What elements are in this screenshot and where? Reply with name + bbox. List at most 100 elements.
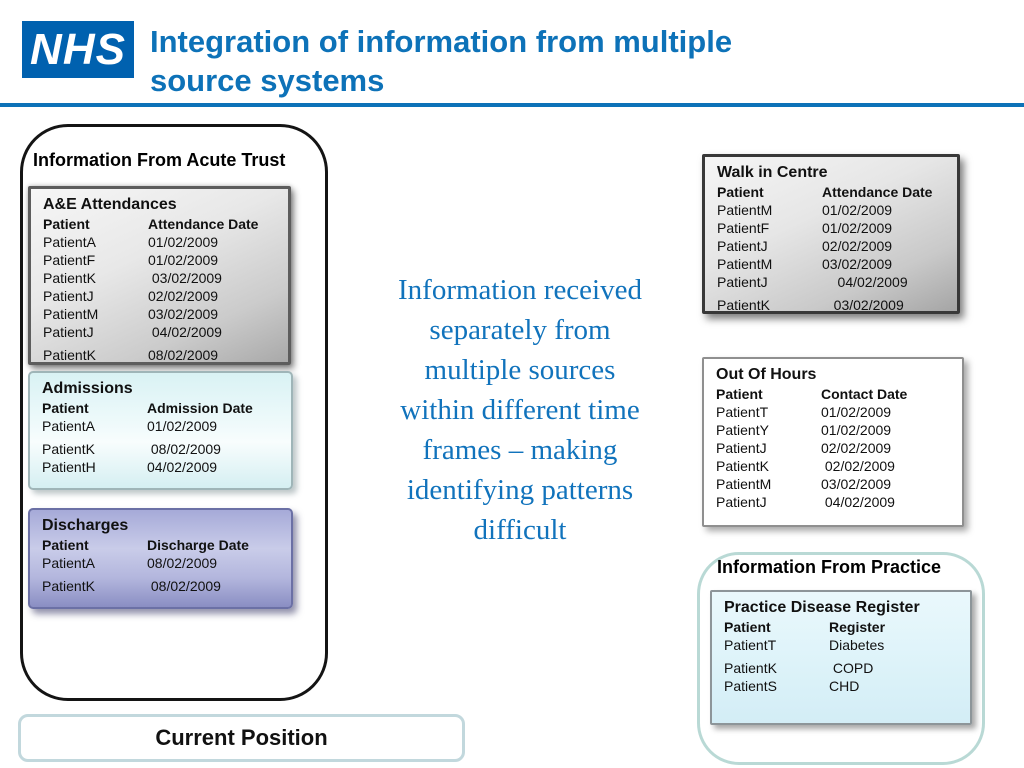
patient-cell: PatientK [43, 347, 96, 363]
page-title-line-2: source systems [150, 63, 385, 98]
table-row: PatientM 03/02/2009 [717, 255, 945, 273]
value-cell: 04/02/2009 [148, 324, 222, 340]
table-row: PatientK COPD [724, 659, 958, 677]
table-header-row: Patient Attendance Date [717, 183, 945, 201]
table-body: PatientT 01/02/2009 PatientY 01/02/2009 … [716, 403, 950, 511]
patient-column-header: Patient [724, 619, 771, 635]
patient-cell: PatientM [43, 306, 99, 322]
value-cell: 03/02/2009 [148, 306, 219, 322]
value-cell: 03/02/2009 [821, 476, 892, 492]
patient-cell: PatientK [717, 297, 770, 313]
patient-cell: PatientY [716, 422, 769, 438]
table-body: PatientA 01/02/2009 PatientF 01/02/2009 … [43, 233, 276, 363]
table-row: PatientJ 02/02/2009 [43, 287, 276, 305]
patient-cell: PatientT [716, 404, 769, 420]
practice-panel-title: Information From Practice [717, 557, 942, 577]
patient-column-header: Patient [43, 216, 90, 232]
summary-line: within different time [400, 394, 640, 426]
patient-cell: PatientK [43, 270, 96, 286]
patient-cell: PatientJ [43, 324, 94, 340]
patient-cell: PatientH [42, 459, 96, 475]
table-row: PatientJ 02/02/2009 [716, 439, 950, 457]
patient-cell: PatientM [716, 476, 772, 492]
table-row: PatientM 01/02/2009 [717, 201, 945, 219]
table-body: PatientA 08/02/2009 PatientK 08/02/2009 [42, 554, 279, 595]
out-of-hours-table: Out Of Hours Patient Contact Date Patien… [702, 357, 964, 527]
register-column-header: Register [829, 619, 886, 635]
value-cell: 04/02/2009 [822, 274, 908, 290]
summary-line: frames – making [422, 434, 618, 466]
table-row: PatientT Diabetes [724, 636, 958, 654]
table-row: PatientA 08/02/2009 [42, 554, 279, 572]
value-cell: 08/02/2009 [147, 441, 221, 457]
table-row: PatientM 03/02/2009 [43, 305, 276, 323]
value-cell: 04/02/2009 [821, 494, 895, 510]
patient-column-header: Patient [717, 184, 764, 200]
value-cell: 01/02/2009 [822, 220, 893, 236]
value-cell: 08/02/2009 [147, 555, 218, 571]
table-row: PatientJ 04/02/2009 [716, 493, 950, 511]
value-cell: 04/02/2009 [147, 459, 218, 475]
patient-cell: PatientK [42, 441, 95, 457]
patient-cell: PatientK [724, 660, 777, 676]
table-header-row: Patient Attendance Date [43, 215, 276, 233]
table-row: PatientM 03/02/2009 [716, 475, 950, 493]
table-row: PatientH 04/02/2009 [42, 458, 279, 476]
patient-column-header: Patient [42, 537, 89, 553]
patient-cell: PatientJ [43, 288, 94, 304]
summary-line: difficult [473, 514, 567, 546]
table-row: PatientA 01/02/2009 [43, 233, 276, 251]
value-cell: 01/02/2009 [822, 202, 893, 218]
patient-cell: PatientJ [717, 238, 768, 254]
patient-cell: PatientF [717, 220, 770, 236]
disease-register-table: Practice Disease Register Patient Regist… [710, 590, 972, 725]
value-cell: 02/02/2009 [821, 458, 895, 474]
value-cell: COPD [829, 660, 874, 676]
date-column-header: Admission Date [147, 400, 253, 416]
patient-cell: PatientM [717, 202, 773, 218]
value-cell: 03/02/2009 [822, 297, 904, 313]
value-cell: 01/02/2009 [148, 234, 219, 250]
table-row: PatientJ 02/02/2009 [717, 237, 945, 255]
patient-cell: PatientJ [716, 494, 767, 510]
patient-cell: PatientA [42, 555, 95, 571]
date-column-header: Contact Date [821, 386, 908, 402]
date-column-header: Attendance Date [822, 184, 933, 200]
table-row: PatientA 01/02/2009 [42, 417, 279, 435]
table-row: PatientK 02/02/2009 [716, 457, 950, 475]
table-header-row: Patient Register [724, 618, 958, 636]
patient-cell: PatientJ [716, 440, 767, 456]
page-title-line-1: Integration of information from multiple [150, 24, 733, 59]
value-cell: 01/02/2009 [821, 422, 892, 438]
discharges-table: Discharges Patient Discharge Date Patien… [28, 508, 293, 609]
header-divider [0, 103, 1024, 107]
table-body: PatientT Diabetes PatientK COPD PatientS… [724, 636, 958, 695]
table-body: PatientA 01/02/2009 PatientK 08/02/2009 … [42, 417, 279, 476]
summary-text: Information received separately from mul… [348, 270, 692, 550]
date-column-header: Attendance Date [148, 216, 259, 232]
table-row: PatientK 03/02/2009 [717, 296, 945, 313]
patient-cell: PatientA [42, 418, 95, 434]
table-body: PatientM 01/02/2009 PatientF 01/02/2009 … [717, 201, 945, 313]
table-row: PatientJ 04/02/2009 [43, 323, 276, 341]
table-row: PatientF 01/02/2009 [43, 251, 276, 269]
value-cell: 08/02/2009 [147, 578, 221, 594]
table-row: PatientT 01/02/2009 [716, 403, 950, 421]
value-cell: 03/02/2009 [148, 270, 222, 286]
value-cell: 01/02/2009 [148, 252, 219, 268]
date-column-header: Discharge Date [147, 537, 249, 553]
value-cell: 03/02/2009 [822, 256, 893, 272]
summary-line: separately from [429, 314, 611, 346]
patient-cell: PatientM [717, 256, 773, 272]
table-title: Out Of Hours [716, 366, 817, 383]
table-title: Discharges [42, 517, 129, 534]
value-cell: 08/02/2009 [148, 347, 219, 363]
table-title: A&E Attendances [43, 196, 177, 213]
patient-column-header: Patient [42, 400, 89, 416]
table-title: Walk in Centre [717, 164, 828, 181]
value-cell: 02/02/2009 [148, 288, 219, 304]
table-row: PatientK 08/02/2009 [43, 346, 276, 363]
patient-cell: PatientT [724, 637, 777, 653]
table-title: Admissions [42, 380, 133, 397]
table-row: PatientK 08/02/2009 [42, 440, 279, 458]
